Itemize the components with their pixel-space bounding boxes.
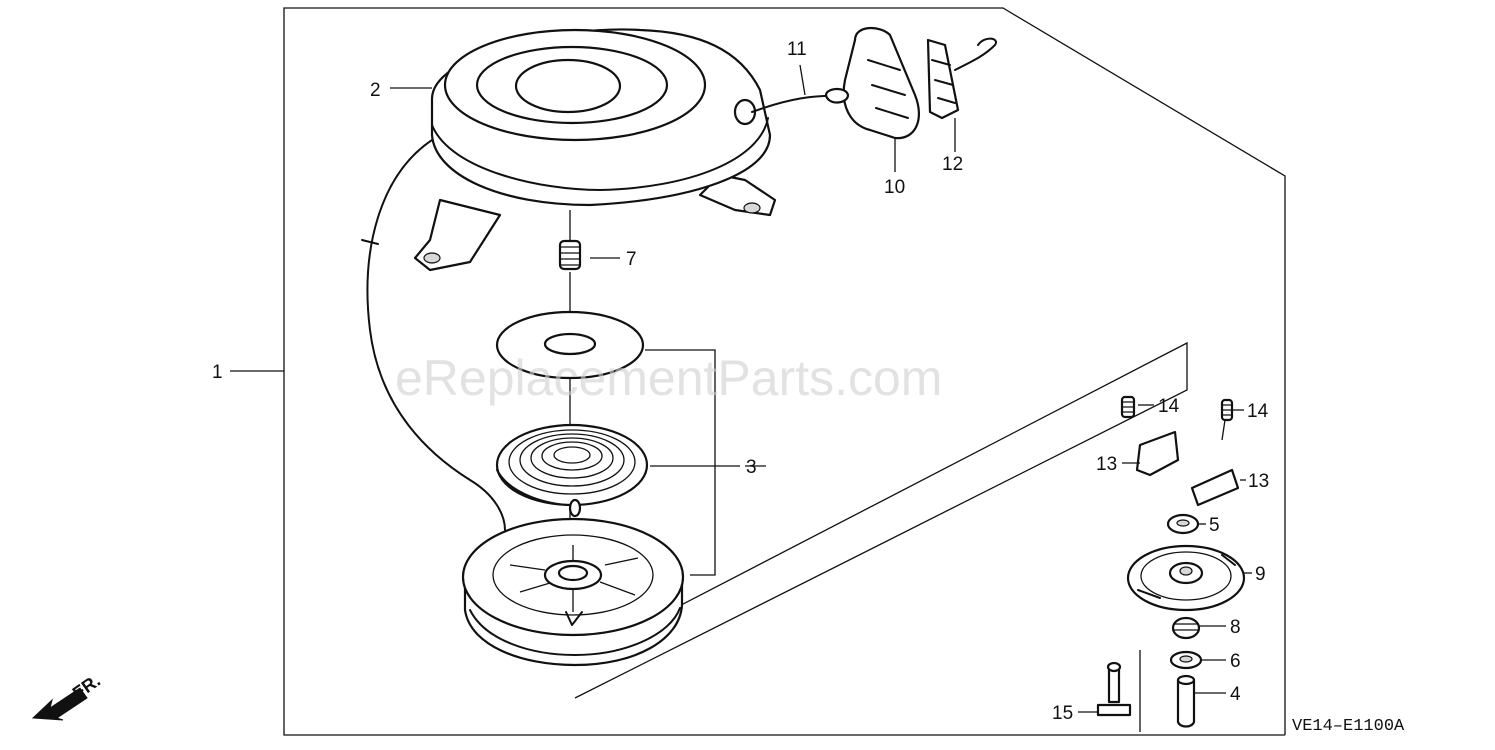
subassembly-boundary xyxy=(574,341,1188,699)
callout-2: 2 xyxy=(370,80,381,101)
callout-9: 9 xyxy=(1255,564,1266,585)
collar xyxy=(1176,674,1196,728)
friction-spring xyxy=(1171,616,1201,640)
washer xyxy=(1166,513,1200,535)
pawl-left xyxy=(1135,430,1180,477)
pawl-spring-right xyxy=(1220,398,1234,441)
watermark: eReplacementParts.com xyxy=(395,350,942,406)
callout-5: 5 xyxy=(1209,515,1220,536)
callout-14-left: 14 xyxy=(1158,396,1180,417)
rope-handle xyxy=(824,27,920,140)
callout-12: 12 xyxy=(942,154,963,175)
callout-10: 10 xyxy=(884,177,905,198)
diagram-code: VE14–E1100A xyxy=(1292,717,1405,736)
callout-13-right: 13 xyxy=(1248,471,1269,492)
small-spring xyxy=(558,239,582,271)
recoil-reel xyxy=(461,517,685,667)
callout-13-left: 13 xyxy=(1096,454,1117,475)
starter-housing xyxy=(413,28,777,272)
leader-lines xyxy=(230,64,1252,713)
reel-bolt xyxy=(1096,661,1132,717)
callout-7: 7 xyxy=(626,249,637,270)
callout-4: 4 xyxy=(1230,684,1241,705)
callout-3: 3 xyxy=(746,457,757,478)
callout-11: 11 xyxy=(787,39,807,60)
callout-1: 1 xyxy=(212,362,223,383)
callout-6: 6 xyxy=(1230,651,1241,672)
starter-rope xyxy=(366,139,506,531)
callout-14-right: 14 xyxy=(1247,401,1269,422)
pawl-right xyxy=(1190,468,1240,507)
spring-plate xyxy=(495,310,645,380)
pawl-spring-left xyxy=(1120,395,1136,419)
recoil-spring xyxy=(495,423,649,518)
assembly-frame xyxy=(283,7,1286,736)
front-direction-indicator: FR. xyxy=(31,670,104,721)
washer-small xyxy=(1169,650,1203,670)
callout-8: 8 xyxy=(1230,617,1241,638)
callout-15: 15 xyxy=(1052,703,1073,724)
handle-insert xyxy=(926,37,997,120)
ratchet-plate xyxy=(1126,544,1246,612)
